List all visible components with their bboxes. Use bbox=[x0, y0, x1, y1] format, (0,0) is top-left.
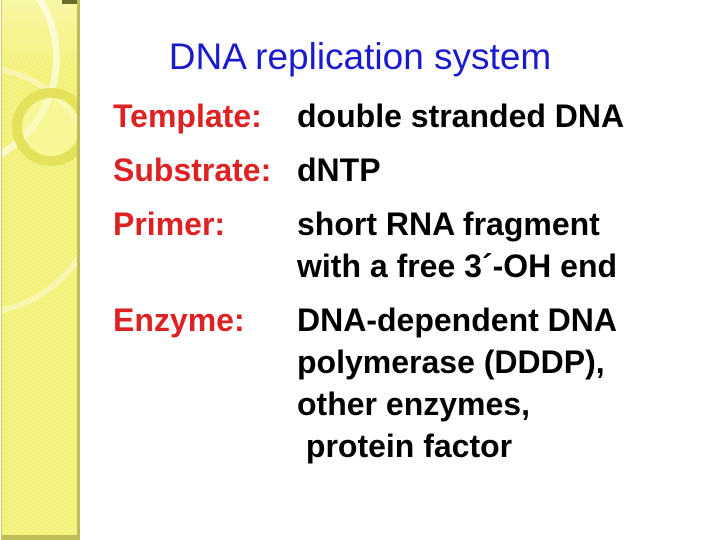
term-definition: DNA-dependent DNA polymerase (DDDP), other… bbox=[297, 299, 617, 467]
term-row: Template: double stranded DNA bbox=[113, 95, 624, 137]
term-row: Enzyme: DNA-dependent DNA polymerase (DDD… bbox=[113, 299, 624, 467]
term-label: Template: bbox=[113, 98, 262, 134]
term-definition-line: polymerase (DDDP), bbox=[297, 344, 605, 380]
term-label: Primer: bbox=[113, 206, 226, 242]
term-definition-line: short RNA fragment bbox=[297, 206, 600, 242]
sidebar-notch bbox=[62, 0, 77, 4]
term-definition-line: double stranded DNA bbox=[297, 98, 625, 134]
term-definition: double stranded DNA bbox=[297, 95, 624, 137]
term-definition: short RNA fragment with a free 3´-OH end bbox=[297, 203, 617, 287]
term-row: Substrate: dNTP bbox=[113, 149, 624, 191]
slide-title: DNA replication system bbox=[168, 36, 552, 77]
term-rows: Template: double stranded DNA Substrate:… bbox=[113, 95, 624, 479]
term-definition-line: dNTP bbox=[297, 152, 381, 188]
decorative-ring bbox=[12, 88, 77, 166]
term-row: Primer: short RNA fragment with a free 3´… bbox=[113, 203, 624, 287]
sidebar-decoration bbox=[1, 0, 80, 540]
term-label: Substrate: bbox=[113, 152, 272, 188]
term-definition-line: with a free 3´-OH end bbox=[297, 248, 618, 284]
term-label: Enzyme: bbox=[113, 302, 245, 338]
term-definition-line: DNA-dependent DNA bbox=[297, 302, 617, 338]
term-definition-line: protein factor bbox=[297, 428, 513, 464]
term-definition: dNTP bbox=[297, 149, 381, 191]
term-definition-line: other enzymes, bbox=[297, 386, 530, 422]
